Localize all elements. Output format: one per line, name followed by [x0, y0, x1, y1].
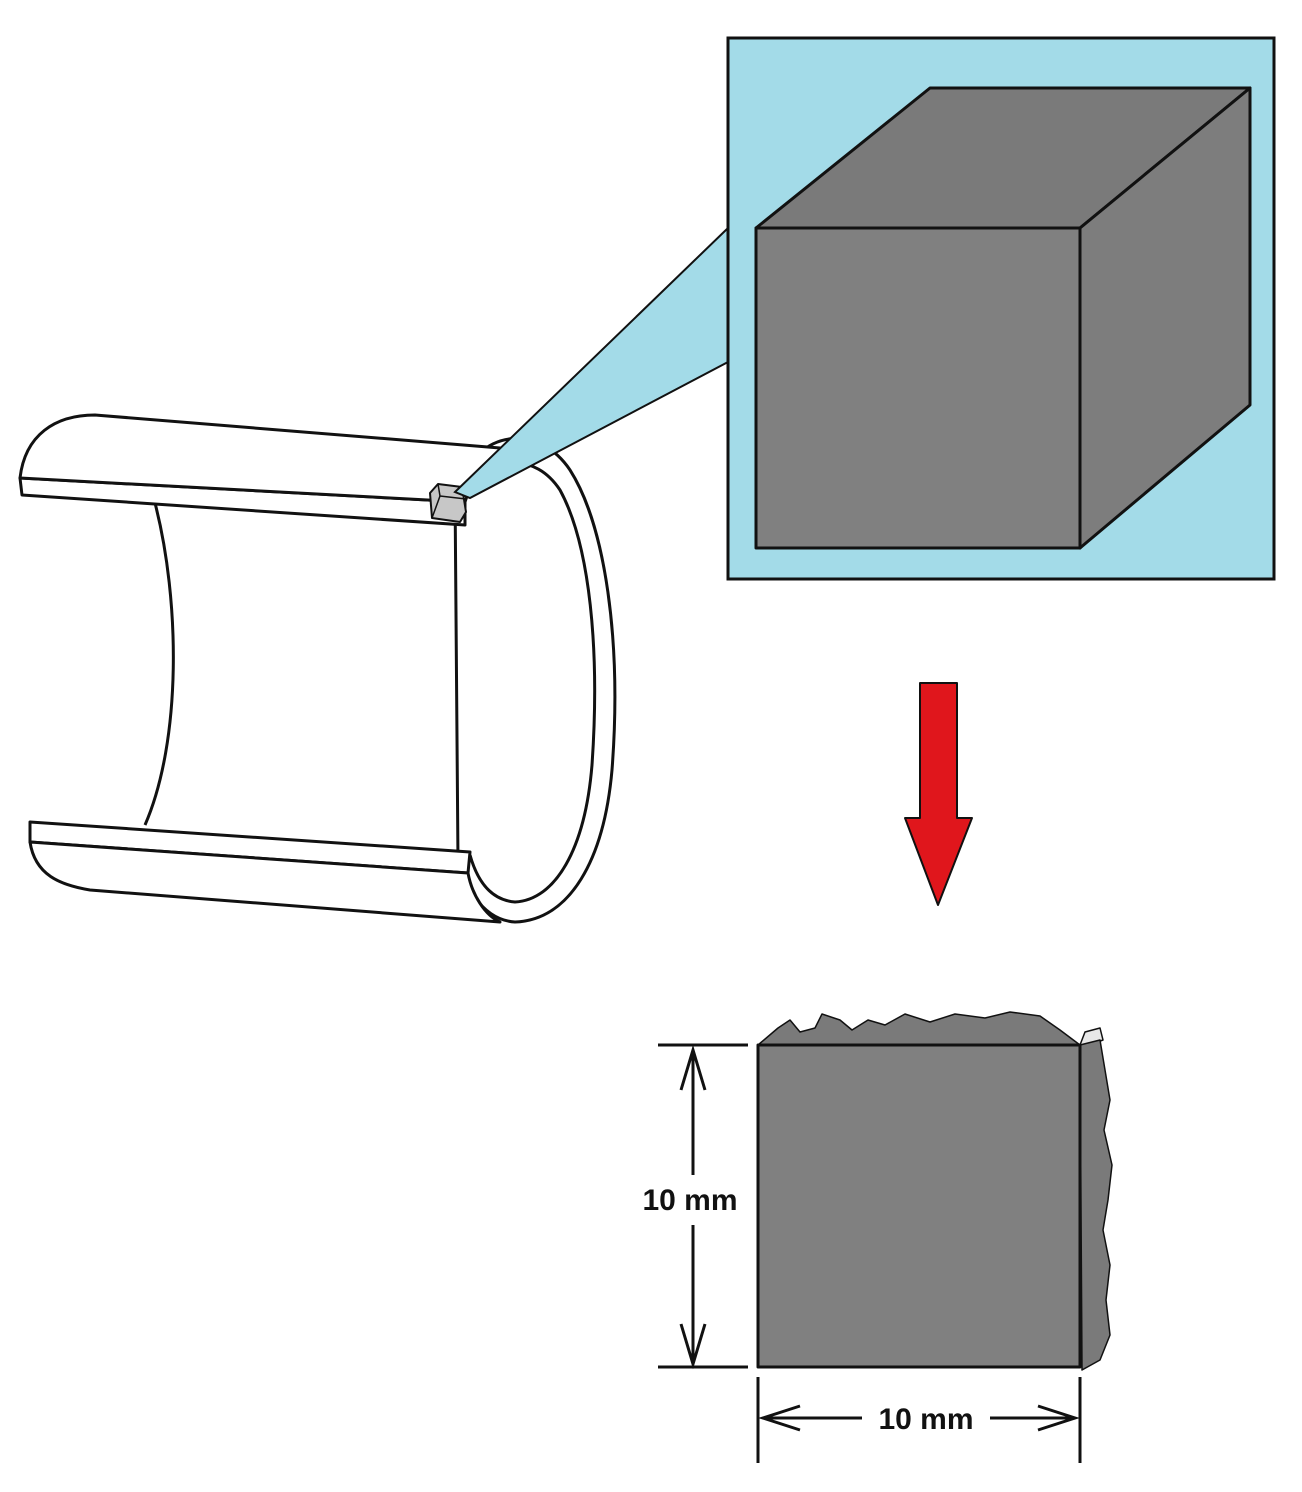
zoom-wedge — [453, 225, 729, 500]
width-arrow-left — [758, 1404, 801, 1432]
specimen-cube — [754, 86, 1252, 550]
pipe-section — [18, 413, 617, 924]
zoom-callout — [453, 36, 1276, 581]
width-dimension-label: 10 mm — [878, 1403, 973, 1436]
height-dimension-label: 10 mm — [642, 1184, 737, 1217]
cube-front-face — [754, 226, 1082, 550]
pipe-inner-surface-edge — [143, 502, 175, 826]
dimension-lines — [658, 1043, 1082, 1463]
height-arrow-bottom — [679, 1323, 707, 1370]
specimen-front-face — [756, 1043, 1082, 1369]
red-down-arrow — [904, 682, 973, 906]
pipe-bottom-curve — [28, 840, 502, 924]
pipe-ring-inner — [468, 462, 597, 904]
fracture-top-surface — [757, 1011, 1081, 1046]
height-arrow-top — [679, 1044, 707, 1091]
width-arrow-right — [1037, 1404, 1080, 1432]
fractured-specimen — [756, 1011, 1113, 1371]
fracture-right-surface — [1079, 1039, 1113, 1371]
